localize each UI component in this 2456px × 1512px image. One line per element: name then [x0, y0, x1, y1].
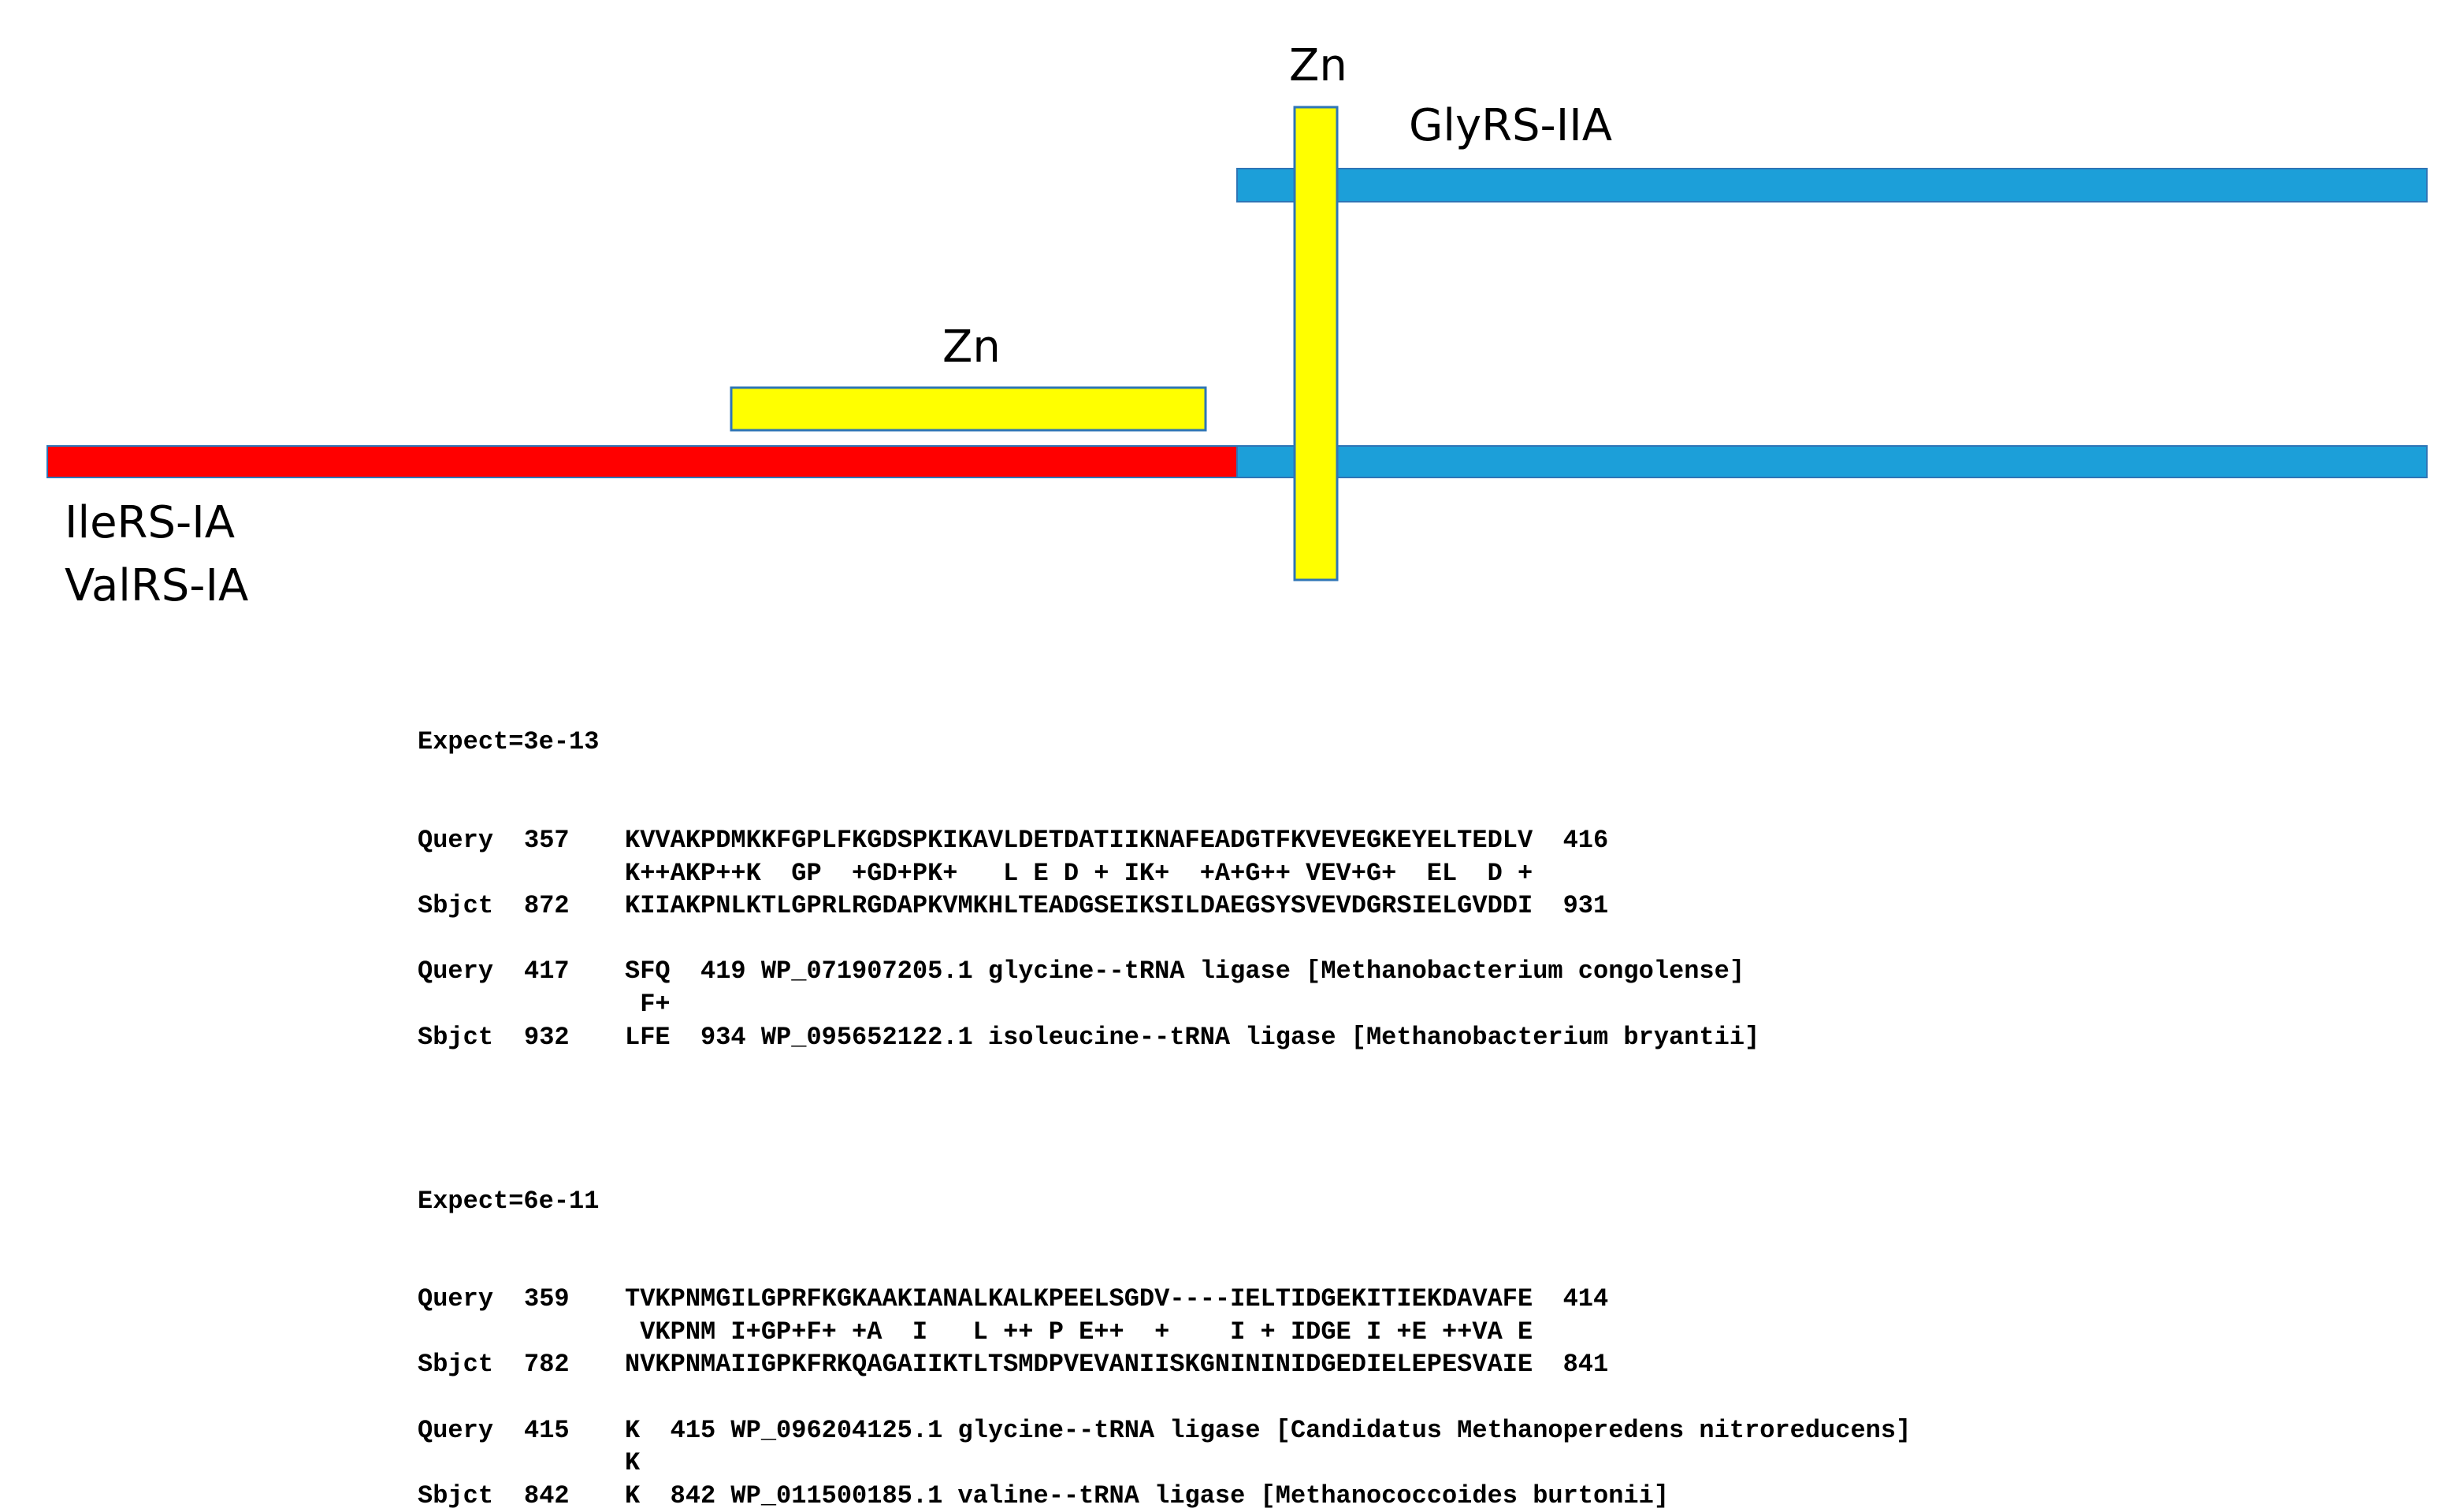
position-number: 872	[524, 891, 570, 921]
zn-mid-label: Zn	[942, 321, 1001, 373]
blast-alignment: Expect=3e-13 Query 357 KVVAKPDMKKFGPLFKGDS…	[418, 660, 1911, 1512]
glyrs-iia-top-bar	[1236, 168, 2428, 202]
alignment-line: Query 417 SFQ 419 WP_071907205.1 glycine--…	[418, 955, 1911, 988]
valrs-label: ValRS-IA	[65, 560, 248, 611]
alignment-line: K	[418, 1447, 1911, 1480]
position-number: 415	[524, 1415, 570, 1445]
sequence-text: K++AKP++K GP +GD+PK+ L E D + IK+ +A+G++ …	[625, 858, 1533, 888]
sequence-tag: Query	[418, 957, 494, 986]
alignment-line: VKPNM I+GP+F+ +A I L ++ P E++ + I + IDGE…	[418, 1316, 1911, 1349]
sequence-text: K 842 WP_011500185.1 valine--tRNA ligase…	[625, 1480, 1670, 1510]
sequence-text: KIIAKPNLKTLGPRLRGDAPKVMKHLTEADGSEIKSILDA…	[625, 891, 1609, 921]
ilers-label: IleRS-IA	[65, 497, 235, 548]
sequence-text: LFE 934 WP_095652122.1 isoleucine--tRNA …	[625, 1022, 1760, 1052]
alignment-line: Query 359 TVKPNMGILGPRFKGKAAKIANALKALKPEEL…	[418, 1283, 1911, 1316]
position-number: 359	[524, 1284, 570, 1314]
ia-class-bar	[46, 445, 1238, 478]
alignment-line: Sbjct 872 KIIAKPNLKTLGPRLRGDAPKVMKHLTEADGS…	[418, 890, 1911, 923]
sequence-text: TVKPNMGILGPRFKGKAAKIANALKALKPEELSGDV----…	[625, 1284, 1609, 1314]
iia-class-bar	[1236, 445, 2428, 478]
position-number: 357	[524, 825, 570, 855]
position-number: 417	[524, 957, 570, 986]
sequence-text: F+	[625, 989, 671, 1019]
position-number: 842	[524, 1480, 570, 1510]
alignment-line: Sbjct 782 NVKPNMAIIGPKFRKQAGAIIKTLTSMDPVEV…	[418, 1348, 1911, 1381]
sequence-text: K	[625, 1448, 641, 1478]
alignment-line	[418, 923, 1911, 956]
alignment-line: Query 415 K 415 WP_096204125.1 glycine--tR…	[418, 1414, 1911, 1447]
zn-top-label: Zn	[1289, 40, 1347, 91]
glyrs-label: GlyRS-IIA	[1409, 100, 1612, 151]
sequence-tag: Sbjct	[418, 1350, 494, 1380]
zinc-domain-vertical	[1293, 106, 1339, 581]
alignment-line: Sbjct 842 K 842 WP_011500185.1 valine--tRN…	[418, 1480, 1911, 1512]
spacer	[418, 1053, 1911, 1087]
sequence-text: KVVAKPDMKKFGPLFKGDSPKIKAVLDETDATIIKNAFEA…	[625, 825, 1609, 855]
spacer	[418, 1087, 1911, 1120]
sequence-tag: Sbjct	[418, 891, 494, 921]
alignment-line: K++AKP++K GP +GD+PK+ L E D + IK+ +A+G++ …	[418, 857, 1911, 890]
sequence-text: SFQ 419 WP_071907205.1 glycine--tRNA lig…	[625, 957, 1745, 986]
domain-diagram: Zn GlyRS-IIA Zn IleRS-IA ValRS-IA	[46, 40, 2428, 611]
sequence-text: K 415 WP_096204125.1 glycine--tRNA ligas…	[625, 1415, 1912, 1445]
alignment-line: F+	[418, 988, 1911, 1021]
sequence-text: NVKPNMAIIGPKFRKQAGAIIKTLTSMDPVEVANIISKGN…	[625, 1350, 1609, 1380]
sequence-tag: Query	[418, 1415, 494, 1445]
sequence-tag: Query	[418, 1284, 494, 1314]
position-number: 782	[524, 1350, 570, 1380]
position-number: 932	[524, 1022, 570, 1052]
expect-value: Expect=3e-13	[418, 727, 600, 757]
alignment-line: Query 357 KVVAKPDMKKFGPLFKGDSPKIKAVLDETDAT…	[418, 824, 1911, 857]
alignment-block-2: Expect=6e-11 Query 359 TVKPNMGILGPRFKGKAAK…	[418, 1119, 1911, 1512]
alignment-line	[418, 1381, 1911, 1414]
sequence-text: VKPNM I+GP+F+ +A I L ++ P E++ + I + IDGE…	[625, 1317, 1533, 1347]
zinc-domain-horizontal	[730, 386, 1207, 432]
alignment-block-1: Expect=3e-13 Query 357 KVVAKPDMKKFGPLFKGDS…	[418, 660, 1911, 1053]
sequence-tag: Sbjct	[418, 1480, 494, 1510]
sequence-tag: Sbjct	[418, 1022, 494, 1052]
alignment-line: Sbjct 932 LFE 934 WP_095652122.1 isoleucin…	[418, 1021, 1911, 1054]
sequence-tag: Query	[418, 825, 494, 855]
expect-value: Expect=6e-11	[418, 1186, 600, 1216]
